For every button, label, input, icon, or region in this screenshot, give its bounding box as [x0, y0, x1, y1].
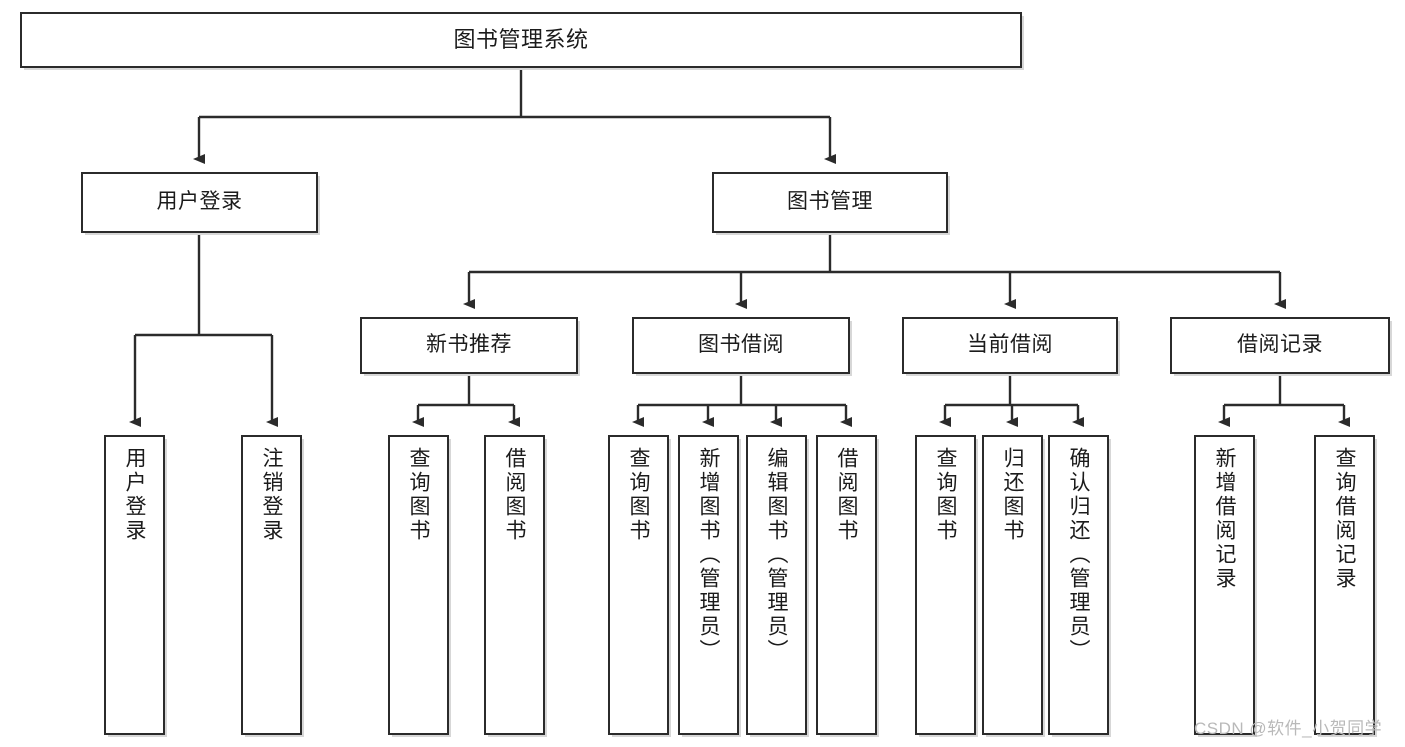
- leaf-current-confirm-return-label: 确认归还（管理员）: [1067, 447, 1090, 663]
- node-current-borrow[interactable]: 当前借阅: [902, 317, 1118, 374]
- node-borrow-record-label: 借阅记录: [1237, 333, 1323, 357]
- leaf-record-query[interactable]: 查询借阅记录: [1314, 435, 1375, 735]
- leaf-borrow-query-label: 查询图书: [627, 447, 650, 543]
- leaf-borrow-add-book[interactable]: 新增图书（管理员）: [678, 435, 739, 735]
- leaf-newbook-query[interactable]: 查询图书: [388, 435, 449, 735]
- node-borrow-record[interactable]: 借阅记录: [1170, 317, 1390, 374]
- leaf-newbook-borrow[interactable]: 借阅图书: [484, 435, 545, 735]
- node-book-manage-label: 图书管理: [787, 190, 873, 214]
- node-new-book-recommend[interactable]: 新书推荐: [360, 317, 578, 374]
- node-user-login-label: 用户登录: [156, 190, 243, 214]
- node-book-borrow[interactable]: 图书借阅: [632, 317, 850, 374]
- leaf-borrow-edit-book[interactable]: 编辑图书（管理员）: [746, 435, 807, 735]
- leaf-current-return-label: 归还图书: [1001, 447, 1024, 543]
- leaf-user-logout-label: 注销登录: [260, 447, 283, 543]
- leaf-newbook-query-label: 查询图书: [407, 447, 430, 543]
- leaf-record-add[interactable]: 新增借阅记录: [1194, 435, 1255, 735]
- leaf-current-query-label: 查询图书: [934, 447, 957, 543]
- leaf-newbook-borrow-label: 借阅图书: [503, 447, 526, 543]
- node-book-manage[interactable]: 图书管理: [712, 172, 948, 233]
- node-new-book-recommend-label: 新书推荐: [426, 333, 512, 357]
- node-root-label: 图书管理系统: [453, 27, 589, 53]
- leaf-borrow-add-book-label: 新增图书（管理员）: [697, 447, 720, 663]
- leaf-user-login-label: 用户登录: [123, 447, 146, 543]
- leaf-current-confirm-return[interactable]: 确认归还（管理员）: [1048, 435, 1109, 735]
- leaf-user-login[interactable]: 用户登录: [104, 435, 165, 735]
- node-current-borrow-label: 当前借阅: [967, 333, 1053, 357]
- leaf-current-return[interactable]: 归还图书: [982, 435, 1043, 735]
- leaf-record-add-label: 新增借阅记录: [1213, 447, 1236, 591]
- leaf-borrow-query[interactable]: 查询图书: [608, 435, 669, 735]
- leaf-borrow-edit-book-label: 编辑图书（管理员）: [765, 447, 788, 663]
- leaf-record-query-label: 查询借阅记录: [1333, 447, 1356, 591]
- node-user-login[interactable]: 用户登录: [81, 172, 318, 233]
- node-book-borrow-label: 图书借阅: [698, 333, 784, 357]
- leaf-borrow-borrow-book[interactable]: 借阅图书: [816, 435, 877, 735]
- leaf-borrow-borrow-book-label: 借阅图书: [835, 447, 858, 543]
- leaf-current-query[interactable]: 查询图书: [915, 435, 976, 735]
- leaf-user-logout[interactable]: 注销登录: [241, 435, 302, 735]
- node-root[interactable]: 图书管理系统: [20, 12, 1022, 68]
